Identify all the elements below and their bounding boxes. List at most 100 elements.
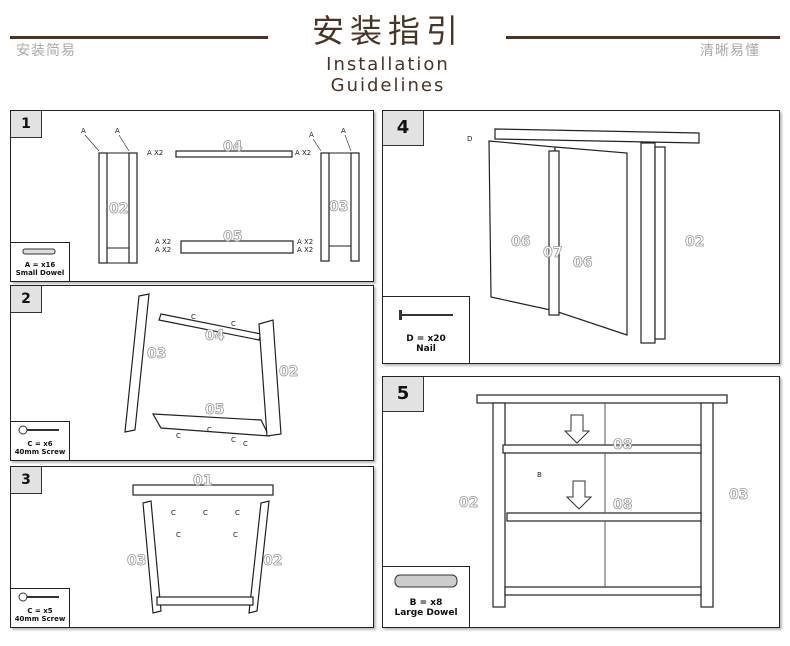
large-dowel-icon — [394, 574, 458, 588]
label-b: B — [537, 471, 542, 479]
page-subtitle: Installation Guidelines — [326, 54, 450, 96]
label-c-4: C — [235, 509, 240, 517]
door-06-right — [554, 146, 628, 336]
label-c-5: C — [233, 531, 238, 539]
step-1-diagram: 02 A A 04 A X2 A X2 05 A X2 A X2 A X2 A … — [81, 127, 360, 264]
label-a-3: A — [309, 131, 314, 139]
cabinet-top — [476, 394, 728, 404]
header-right-rule — [506, 36, 780, 39]
label-c-2: C — [231, 320, 236, 328]
side-panel-02 — [258, 319, 282, 437]
part-label-03: 03 — [147, 346, 166, 362]
label-c-5: C — [231, 436, 236, 444]
step-3-fastener-qty: C = x5 — [27, 607, 53, 615]
step-5-fastener-name: Large Dowel — [394, 608, 458, 618]
step-4-number: 4 — [383, 111, 424, 146]
screw-icon — [18, 425, 59, 435]
label-a-x2-5: A X2 — [297, 238, 313, 246]
top-01 — [132, 484, 274, 496]
part-label-07: 07 — [543, 245, 562, 261]
label-c-4: C — [207, 426, 212, 434]
center-strip-07 — [548, 150, 560, 316]
step-1-panel: 02 A A 04 A X2 A X2 05 A X2 A X2 A X2 A … — [10, 110, 374, 282]
label-c-3: C — [203, 509, 208, 517]
label-c-1: C — [191, 313, 196, 321]
label-a-x2-3: A X2 — [155, 238, 171, 246]
step-1-number: 1 — [11, 111, 42, 138]
step-2-fastener: C = x6 40mm Screw — [11, 421, 70, 460]
side-panel-03-edge — [350, 152, 360, 262]
side-panel-02-edge — [128, 152, 138, 264]
label-a-x2-1: A X2 — [147, 149, 163, 157]
step-5-number: 5 — [383, 377, 424, 412]
part-label-02: 02 — [279, 364, 298, 380]
page-title: 安装指引 — [311, 12, 464, 50]
step-3-fastener-name: 40mm Screw — [14, 615, 66, 623]
label-c-3: C — [176, 432, 181, 440]
part-label-03: 03 — [329, 199, 348, 215]
part-label-04: 04 — [205, 328, 225, 344]
shelf-08-top — [502, 444, 702, 454]
label-d: D — [467, 135, 472, 143]
shelf-08-mid — [506, 512, 702, 522]
part-label-01: 01 — [193, 473, 212, 489]
part-label-02: 02 — [263, 553, 282, 569]
label-c-6: C — [243, 440, 248, 448]
part-label-05: 05 — [205, 402, 224, 418]
part-label-08-mid: 08 — [613, 497, 632, 513]
step-2-number: 2 — [11, 286, 42, 313]
header-left-rule — [10, 36, 268, 39]
down-arrow-icon — [563, 414, 591, 444]
step-3-number: 3 — [11, 467, 42, 494]
shelf-04 — [175, 150, 293, 158]
step-1-fastener-qty: A = x16 — [24, 261, 56, 269]
cabinet-side-02 — [640, 142, 656, 344]
label-a-x2-6: A X2 — [297, 246, 313, 254]
bottom-shelf — [504, 586, 702, 596]
part-label-03: 03 — [127, 553, 146, 569]
part-label-02: 02 — [459, 495, 478, 511]
part-label-05: 05 — [223, 229, 242, 245]
side-panel-02 — [492, 402, 506, 608]
step-5-panel: 08 08 02 03 B 5 B = x8 Large Dowel — [382, 376, 780, 628]
shelf-05 — [180, 240, 294, 254]
step-4-fastener: D = x20 Nail — [383, 296, 470, 363]
side-panel-03 — [142, 500, 162, 614]
part-label-02: 02 — [685, 234, 704, 250]
part-label-06-left: 06 — [511, 234, 530, 250]
step-5-diagram: 08 08 02 03 B — [459, 394, 749, 608]
part-label-06-right: 06 — [573, 255, 592, 271]
part-label-03: 03 — [729, 487, 748, 503]
side-panel-02 — [98, 152, 108, 264]
nail-icon — [399, 310, 453, 320]
side-panel-02 — [248, 500, 270, 614]
label-c-2: C — [176, 531, 181, 539]
step-2-diagram: 03 04 05 02 C C C C C C — [124, 293, 299, 448]
step-5-fastener: B = x8 Large Dowel — [383, 566, 470, 627]
step-4-panel: 02 06 07 06 D 4 D = x20 Nail — [382, 110, 780, 364]
cabinet-side-02-depth — [654, 146, 666, 340]
label-a-4: A — [341, 127, 346, 135]
bottom-shelf — [156, 596, 254, 606]
shelf-04 — [158, 313, 262, 341]
header-right-tag: 清晰易懂 — [700, 43, 760, 59]
step-1-fastener-name: Small Dowel — [15, 269, 65, 277]
screw-icon — [18, 592, 59, 602]
part-label-02: 02 — [109, 201, 128, 217]
step-2-fastener-qty: C = x6 — [27, 440, 53, 448]
step-2-panel: 03 04 05 02 C C C C C C 2 C = x6 40mm Sc… — [10, 285, 374, 461]
step-3-diagram: 01 03 02 C C C C C — [127, 473, 283, 614]
step-4-diagram: 02 06 07 06 D — [467, 128, 705, 344]
header-left-tag: 安装简易 — [16, 43, 76, 59]
side-panel-03 — [320, 152, 330, 262]
small-dowel-icon — [22, 248, 56, 255]
step-4-fastener-name: Nail — [416, 344, 436, 354]
cabinet-top — [494, 128, 700, 144]
step-2-fastener-name: 40mm Screw — [14, 448, 66, 456]
label-a-x2-2: A X2 — [295, 149, 311, 157]
step-1-fastener: A = x16 Small Dowel — [11, 242, 70, 281]
step-3-fastener: C = x5 40mm Screw — [11, 588, 70, 627]
step-5-fastener-qty: B = x8 — [409, 598, 443, 608]
side-panel-03 — [124, 293, 150, 433]
label-c-1: C — [171, 509, 176, 517]
